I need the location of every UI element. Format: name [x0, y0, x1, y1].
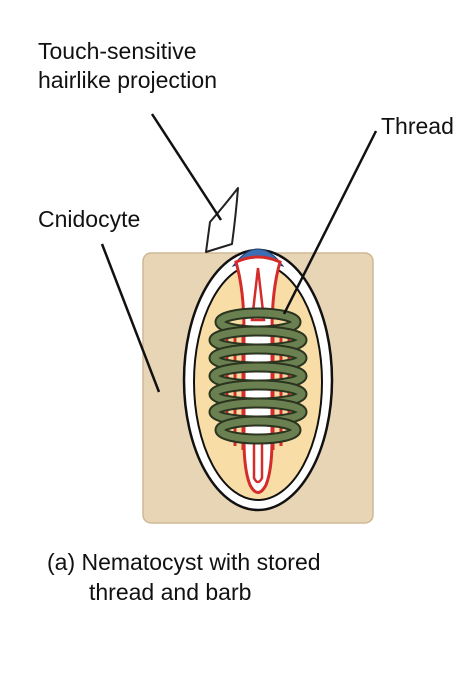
coil-loop — [216, 417, 300, 443]
cnidocyte-label: Cnidocyte — [38, 206, 141, 232]
caption-line1: (a) Nematocyst with stored — [47, 549, 321, 575]
hairlike-projection-label: Touch-sensitive hairlike projection — [38, 37, 217, 95]
coiled-thread — [208, 307, 308, 445]
thread-label: Thread — [381, 113, 454, 139]
hairlike-projection — [205, 187, 239, 253]
figure-caption: (a) Nematocyst with stored thread and ba… — [47, 547, 321, 607]
tubule-core — [250, 267, 266, 484]
leader-line-thread — [282, 130, 378, 315]
leader-line-cnidocyte — [100, 243, 161, 393]
hairlike-label-line2: hairlike projection — [38, 67, 217, 93]
caption-line2: thread and barb — [89, 579, 252, 605]
hairlike-label-line1: Touch-sensitive — [38, 38, 197, 64]
leader-line-hairlike — [150, 113, 223, 221]
